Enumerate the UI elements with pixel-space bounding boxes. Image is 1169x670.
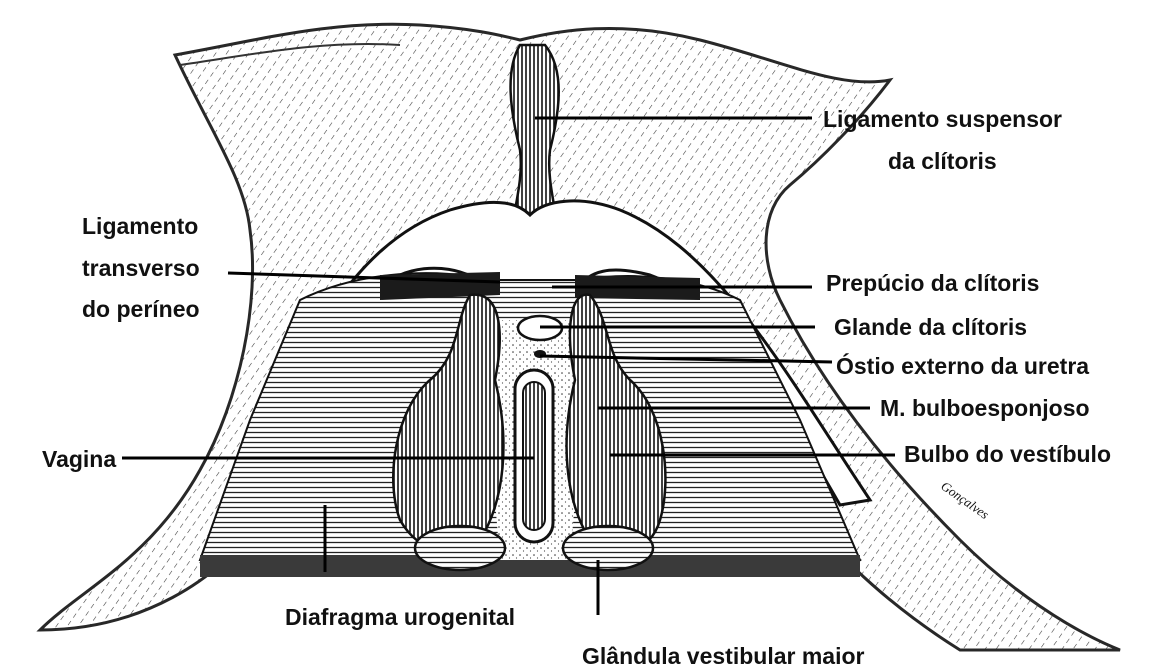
label-transverso-line3: do períneo (82, 298, 200, 321)
label-bulbo: Bulbo do vestíbulo (904, 443, 1111, 466)
right-vestibular-gland (563, 526, 653, 570)
label-glande: Glande da clítoris (834, 316, 1027, 339)
vaginal-canal (523, 382, 545, 530)
label-prepucio: Prepúcio da clítoris (826, 272, 1039, 295)
label-ostio: Óstio externo da uretra (836, 355, 1089, 378)
label-transverso-line2: transverso (82, 257, 200, 280)
label-suspensor-line2: da clítoris (888, 150, 997, 173)
artist-signature: Gonçalves (938, 478, 992, 522)
label-transverso-line1: Ligamento (82, 215, 198, 238)
label-suspensor-line1: Ligamento suspensor (823, 108, 1062, 131)
left-vestibular-gland (415, 526, 505, 570)
label-bulboesponjoso: M. bulboesponjoso (880, 397, 1090, 420)
label-glandula: Glândula vestibular maior (582, 645, 864, 668)
label-vagina: Vagina (42, 448, 116, 471)
label-diafragma: Diafragma urogenital (285, 606, 515, 629)
